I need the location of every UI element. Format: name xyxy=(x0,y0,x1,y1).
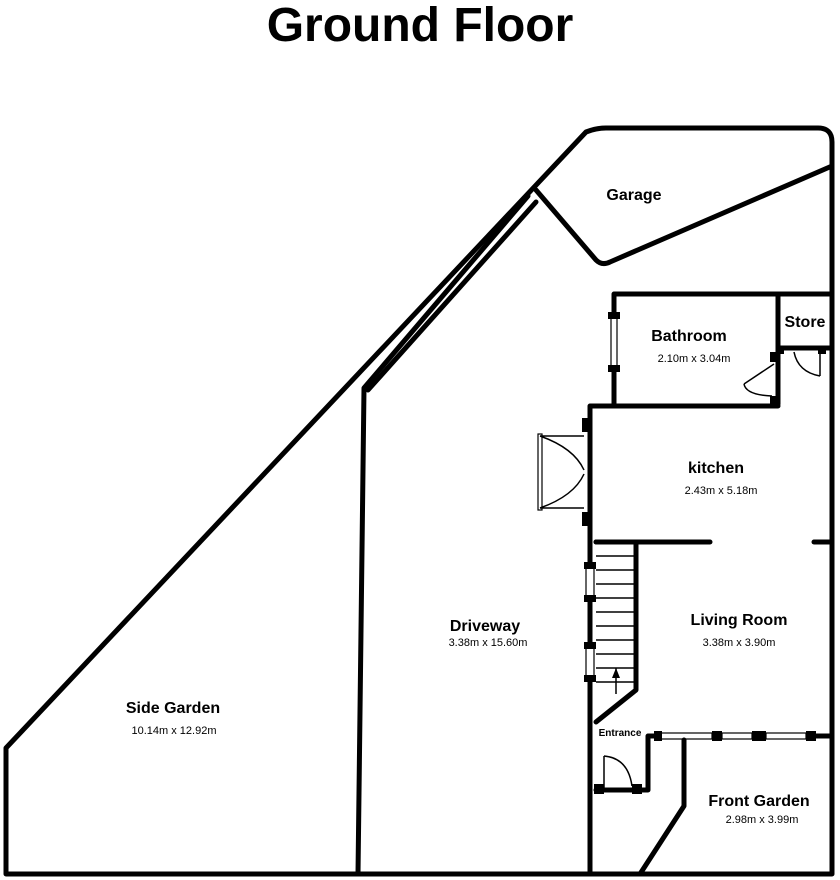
window-jamb xyxy=(608,365,620,372)
front-garden-label: Front Garden xyxy=(708,793,809,810)
bathroom-size: 2.10m x 3.04m xyxy=(658,353,731,365)
stair-outline xyxy=(593,539,639,725)
window-jamb xyxy=(584,675,596,682)
entrance-door-swing xyxy=(603,755,633,787)
door-jamb xyxy=(582,512,592,526)
outer-boundary xyxy=(3,125,835,877)
page-title: Ground Floor xyxy=(266,0,574,52)
front-garden-boundary xyxy=(637,737,687,877)
door-jamb xyxy=(770,352,778,362)
french-door-frame xyxy=(537,433,543,511)
bathroom-walls xyxy=(611,291,781,407)
driveway-label: Driveway xyxy=(450,618,520,635)
garage-wall xyxy=(533,163,835,267)
window-jamb xyxy=(584,595,596,602)
door-jamb xyxy=(632,784,642,794)
side-garden-label: Side Garden xyxy=(126,700,220,717)
door-jamb xyxy=(818,346,826,354)
driveway-size: 3.38m x 15.60m xyxy=(449,637,528,649)
window-jamb xyxy=(584,642,596,649)
garage-label: Garage xyxy=(606,187,661,204)
store-label: Store xyxy=(785,314,826,331)
living-room-label: Living Room xyxy=(691,612,788,629)
driveway-boundary xyxy=(355,193,531,877)
living-room-size: 3.38m x 3.90m xyxy=(703,637,776,649)
window-jamb xyxy=(584,562,596,569)
window-jamb xyxy=(608,312,620,319)
front-windows xyxy=(654,731,816,741)
door-jamb xyxy=(776,346,784,354)
bathroom-door xyxy=(743,363,775,385)
kitchen-label: kitchen xyxy=(688,460,744,477)
door-jamb xyxy=(582,418,592,432)
staircase xyxy=(596,555,636,694)
entrance-label: Entrance xyxy=(599,728,642,739)
driveway-boundary-inner xyxy=(365,199,539,393)
kitchen-size: 2.43m x 5.18m xyxy=(685,485,758,497)
bathroom-window xyxy=(610,317,618,367)
kitchen-walls xyxy=(587,403,781,877)
door-jamb xyxy=(770,396,778,406)
store-door-swing xyxy=(793,351,821,377)
french-doors xyxy=(539,435,585,509)
window xyxy=(585,567,595,597)
bathroom-door-swing xyxy=(743,383,773,397)
bathroom-label: Bathroom xyxy=(651,328,727,345)
window xyxy=(585,647,595,677)
door-jamb xyxy=(594,784,604,794)
side-garden-size: 10.14m x 12.92m xyxy=(132,725,217,737)
front-garden-size: 2.98m x 3.99m xyxy=(726,814,799,826)
